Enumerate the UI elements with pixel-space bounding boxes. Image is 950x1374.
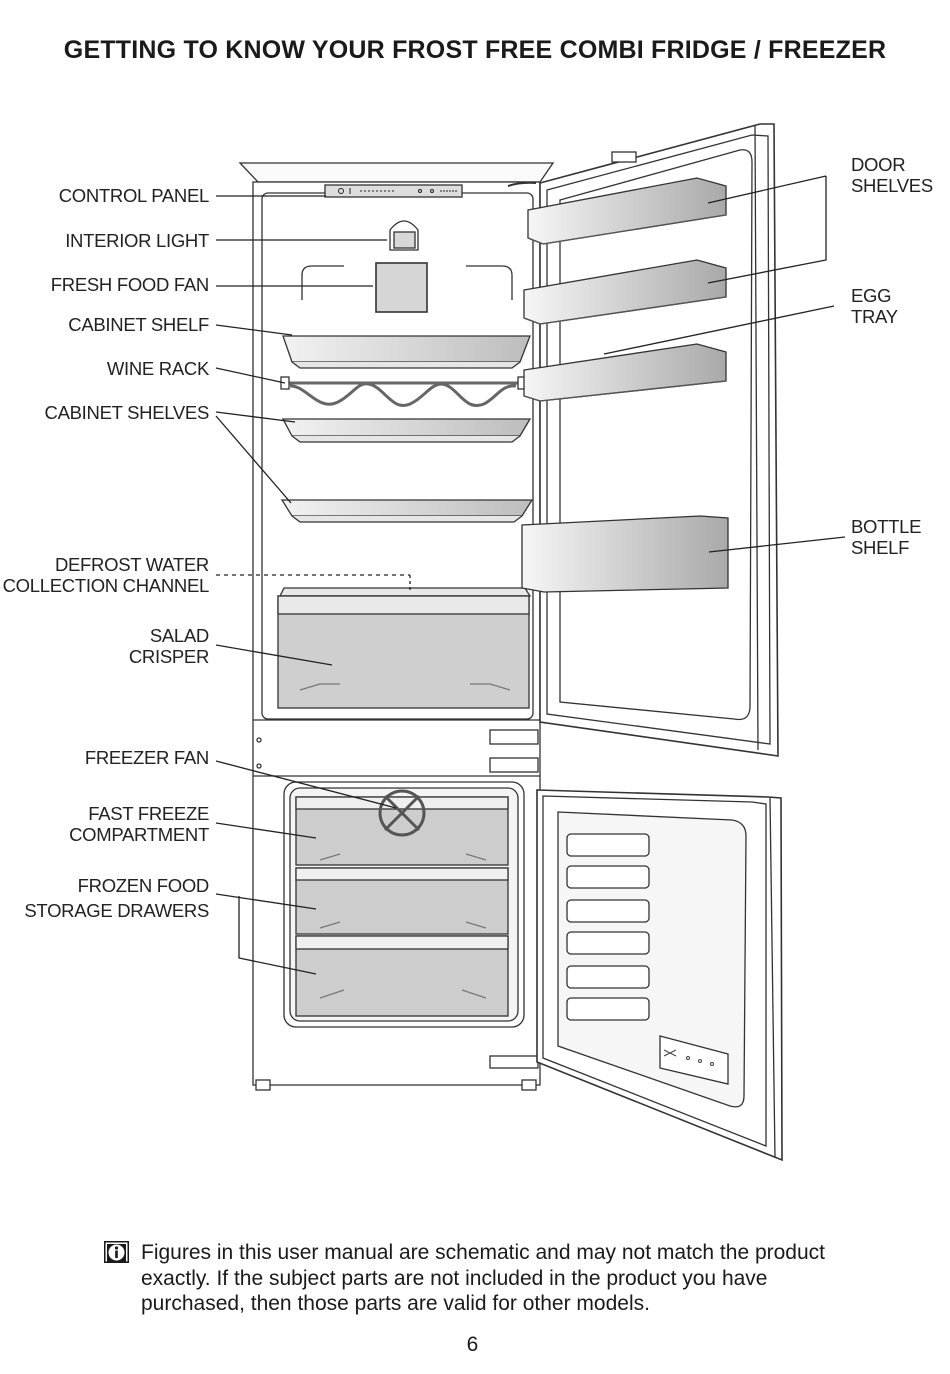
cabinet-shelf — [282, 335, 531, 363]
label-freezer-fan: FREEZER FAN — [84, 747, 209, 768]
freezer-door — [536, 789, 783, 1162]
info-icon — [104, 1241, 129, 1263]
label-fast-freeze-line1: FAST FREEZE — [88, 803, 209, 824]
label-frozen-line2: STORAGE DRAWERS — [24, 900, 209, 921]
label-interior-light: INTERIOR LIGHT — [65, 230, 209, 251]
page-number: 6 — [466, 1333, 479, 1356]
freezer-fan — [378, 789, 426, 837]
label-door-line1: DOOR — [851, 154, 906, 175]
wine-rack — [287, 381, 522, 407]
label-wine-rack: WINE RACK — [106, 358, 209, 379]
label-egg-tray: EGG TRAY — [851, 285, 898, 327]
label-door-line2: SHELVES — [851, 175, 933, 196]
label-frozen-line1: FROZEN FOOD — [77, 875, 210, 896]
label-bottle-line2: SHELF — [851, 537, 910, 558]
label-salad-line2: CRISPER — [128, 646, 209, 667]
label-salad-crisper: SALAD CRISPER — [129, 625, 209, 667]
label-bottle-line1: BOTTLE — [851, 516, 922, 537]
salad-crisper — [277, 595, 530, 709]
label-salad-line1: SALAD — [149, 625, 209, 646]
label-cabinet-shelf: CABINET SHELF — [68, 314, 209, 335]
label-door-shelves: DOOR SHELVES — [851, 154, 933, 196]
label-control-panel: CONTROL PANEL — [58, 185, 210, 206]
label-defrost-channel: DEFROST WATER COLLECTION CHANNEL — [2, 554, 210, 596]
label-bottle-shelf: BOTTLE SHELF — [851, 516, 921, 558]
label-defrost-line2: COLLECTION CHANNEL — [2, 575, 210, 596]
label-frozen-food: FROZEN FOOD STORAGE DRAWERS — [24, 873, 209, 923]
label-egg-line2: TRAY — [851, 306, 898, 327]
label-defrost-line1: DEFROST WATER — [54, 554, 209, 575]
door-shelves — [521, 177, 729, 593]
note-text: Figures in this user manual are schemati… — [141, 1241, 825, 1315]
label-cabinet-shelves: CABINET SHELVES — [44, 402, 210, 423]
fresh-food-fan — [375, 262, 428, 313]
cabinet-top — [238, 162, 555, 183]
label-fast-freeze: FAST FREEZE COMPARTMENT — [69, 803, 209, 845]
page-title: GETTING TO KNOW YOUR FROST FREE COMBI FR… — [63, 36, 887, 64]
label-egg-line1: EGG — [851, 285, 892, 306]
label-fast-freeze-line2: COMPARTMENT — [69, 824, 209, 845]
label-fresh-food-fan: FRESH FOOD FAN — [50, 274, 210, 295]
